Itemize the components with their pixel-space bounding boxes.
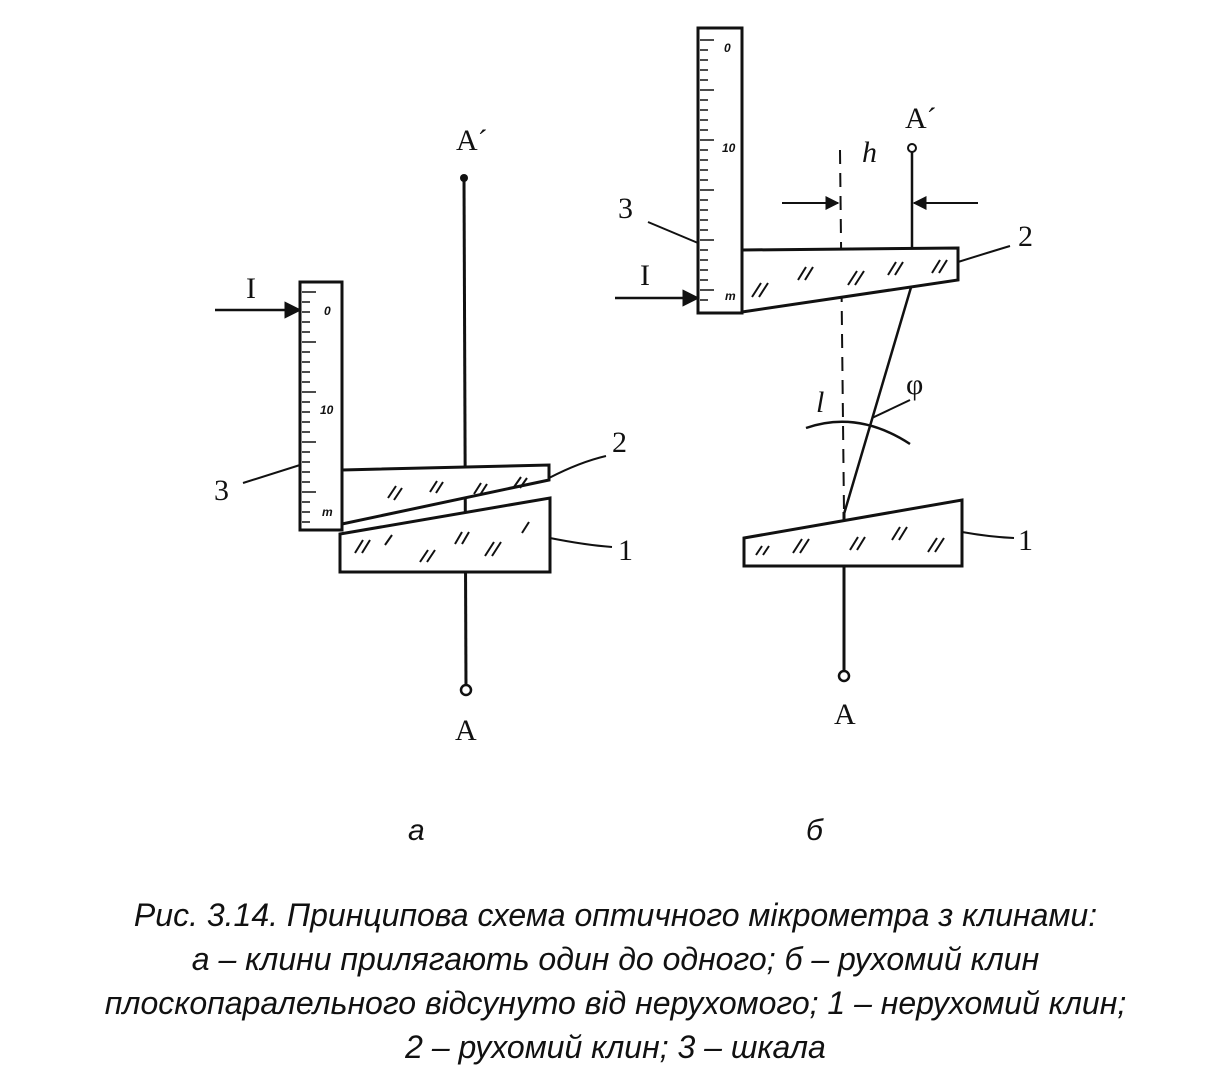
- caption-line-3: плоскопаралельного відсунуто від нерухом…: [104, 985, 1127, 1021]
- glass-hatching-b: [751, 259, 948, 298]
- label-a-b: A: [834, 698, 856, 731]
- scale-b-ticks: [700, 39, 714, 301]
- glass-hatching-b-fixed: [755, 526, 945, 556]
- scale-b-ten: 10: [722, 141, 736, 155]
- scale-b-m: m: [725, 289, 736, 303]
- point-a: [459, 683, 473, 697]
- scale-a-m: m: [322, 505, 333, 519]
- label-a-a: A: [455, 714, 477, 747]
- leader-3-a: [242, 464, 301, 484]
- caption-line-1: Рис. 3.14. Принципова схема оптичного мі…: [133, 897, 1098, 933]
- fixed-wedge-a: [338, 496, 552, 574]
- fixed-wedge-b: [742, 498, 964, 568]
- label-l: l: [816, 386, 824, 419]
- point-a-prime: [460, 174, 468, 182]
- sublabel-a: a: [408, 814, 425, 847]
- diagram-b: [615, 26, 1015, 683]
- scale-a-ticks: [302, 291, 316, 523]
- label-2-a: 2: [612, 426, 627, 459]
- caption-line-4: 2 – рухомий клин; 3 – шкала: [405, 1029, 826, 1065]
- moving-wedge-b: [740, 246, 960, 314]
- displaced-ray-b: [842, 283, 914, 515]
- optical-axis-a: [462, 177, 468, 691]
- figure-caption: Рис. 3.14. Принципова схема оптичного мі…: [0, 893, 1231, 1069]
- label-3-b: 3: [618, 192, 633, 225]
- scale-a-zero: 0: [324, 304, 331, 318]
- moving-wedge-a: [340, 463, 551, 526]
- scale-a: [298, 280, 344, 532]
- label-1-a: 1: [618, 534, 633, 567]
- label-2-b: 2: [1018, 220, 1033, 253]
- label-h: h: [862, 136, 877, 169]
- diagram-a-labels: A´ A I 3 2 1 0 10 m a: [214, 124, 633, 847]
- sublabel-b: б: [806, 814, 824, 847]
- diagram-a: [215, 174, 613, 697]
- label-beam-b: I: [640, 259, 650, 292]
- glass-hatching-a: [354, 476, 530, 563]
- point-a-prime-b: [907, 143, 917, 153]
- leader-2-b: [957, 245, 1011, 263]
- label-a-prime-b: A´: [905, 102, 937, 135]
- optical-micrometer-diagram: A´ A I 3 2 1 0 10 m a: [214, 26, 1033, 847]
- scale-b-zero: 0: [724, 41, 731, 55]
- leader-2-a: [548, 455, 607, 479]
- caption-line-2: а – клини прилягають один до одного; б –…: [191, 941, 1040, 977]
- label-beam-a: I: [246, 272, 256, 305]
- phi-leader: [871, 399, 911, 419]
- diagram-b-labels: A´ A I 3 2 1 h l φ 0 10 m б: [618, 41, 1033, 847]
- label-1-b: 1: [1018, 524, 1033, 557]
- angle-arc-b: [805, 420, 911, 446]
- leader-3-b: [647, 221, 699, 244]
- label-phi: φ: [906, 368, 923, 401]
- optical-axis-b-dashed: [839, 149, 845, 513]
- label-3-a: 3: [214, 474, 229, 507]
- scale-a-ten: 10: [320, 403, 334, 417]
- label-a-prime-a: A´: [456, 124, 488, 157]
- point-a-b: [837, 669, 851, 683]
- leader-1-b: [961, 531, 1015, 539]
- leader-1-a: [549, 537, 613, 548]
